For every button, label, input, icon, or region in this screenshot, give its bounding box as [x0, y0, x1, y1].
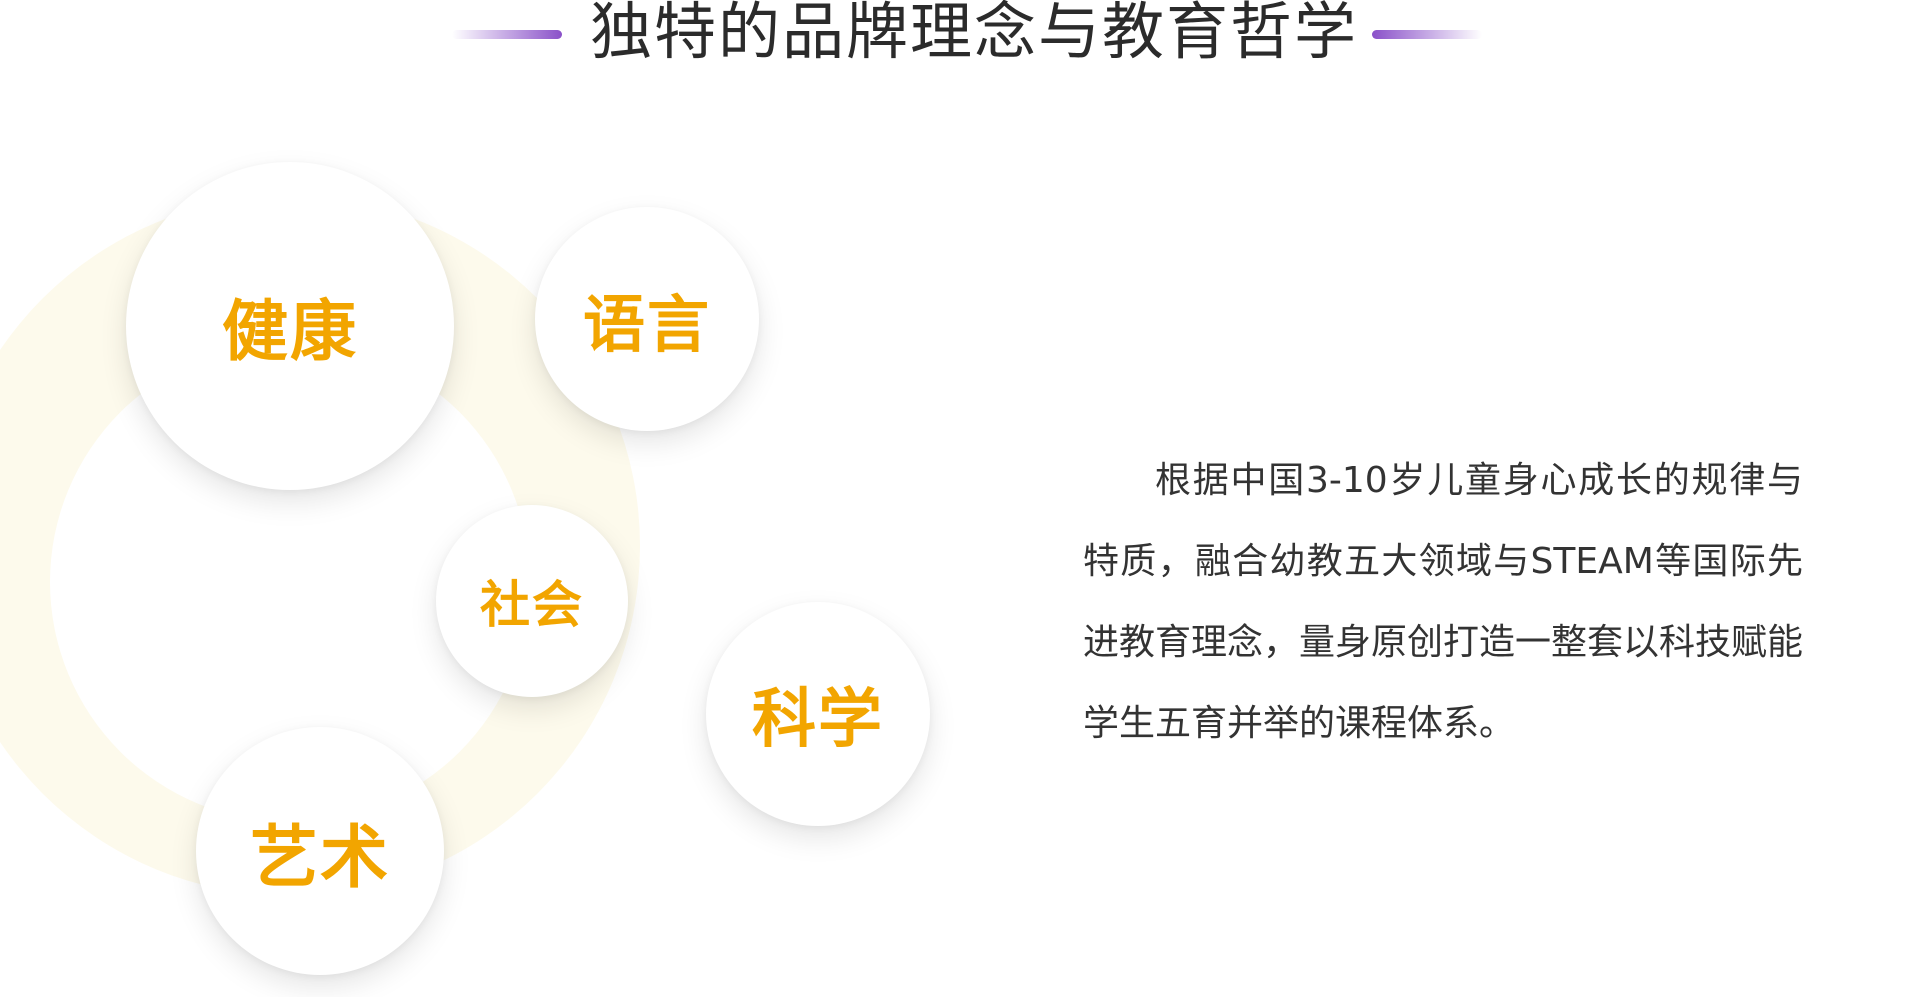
domain-label-society: 社会 [480, 576, 584, 634]
section-heading: 独特的品牌理念与教育哲学 [0, 0, 1920, 70]
heading-decor-line-left [452, 30, 562, 39]
domain-bubble-society: 社会 [436, 505, 628, 697]
domain-bubble-language: 语言 [535, 207, 759, 431]
domain-label-art: 艺术 [249, 818, 390, 898]
domain-bubble-art: 艺术 [196, 727, 444, 975]
domain-bubble-health: 健康 [126, 162, 454, 490]
philosophy-description: 根据中国3-10岁儿童身心成长的规律与特质，融合幼教五大领域与STEAM等国际先… [1083, 460, 1804, 744]
domain-label-health: 健康 [222, 293, 358, 370]
domain-label-language: 语言 [582, 288, 711, 361]
domain-label-science: 科学 [752, 683, 884, 757]
page-title: 独特的品牌理念与教育哲学 [590, 0, 1359, 68]
domain-bubble-science: 科学 [706, 602, 930, 826]
heading-decor-line-right [1372, 30, 1482, 39]
